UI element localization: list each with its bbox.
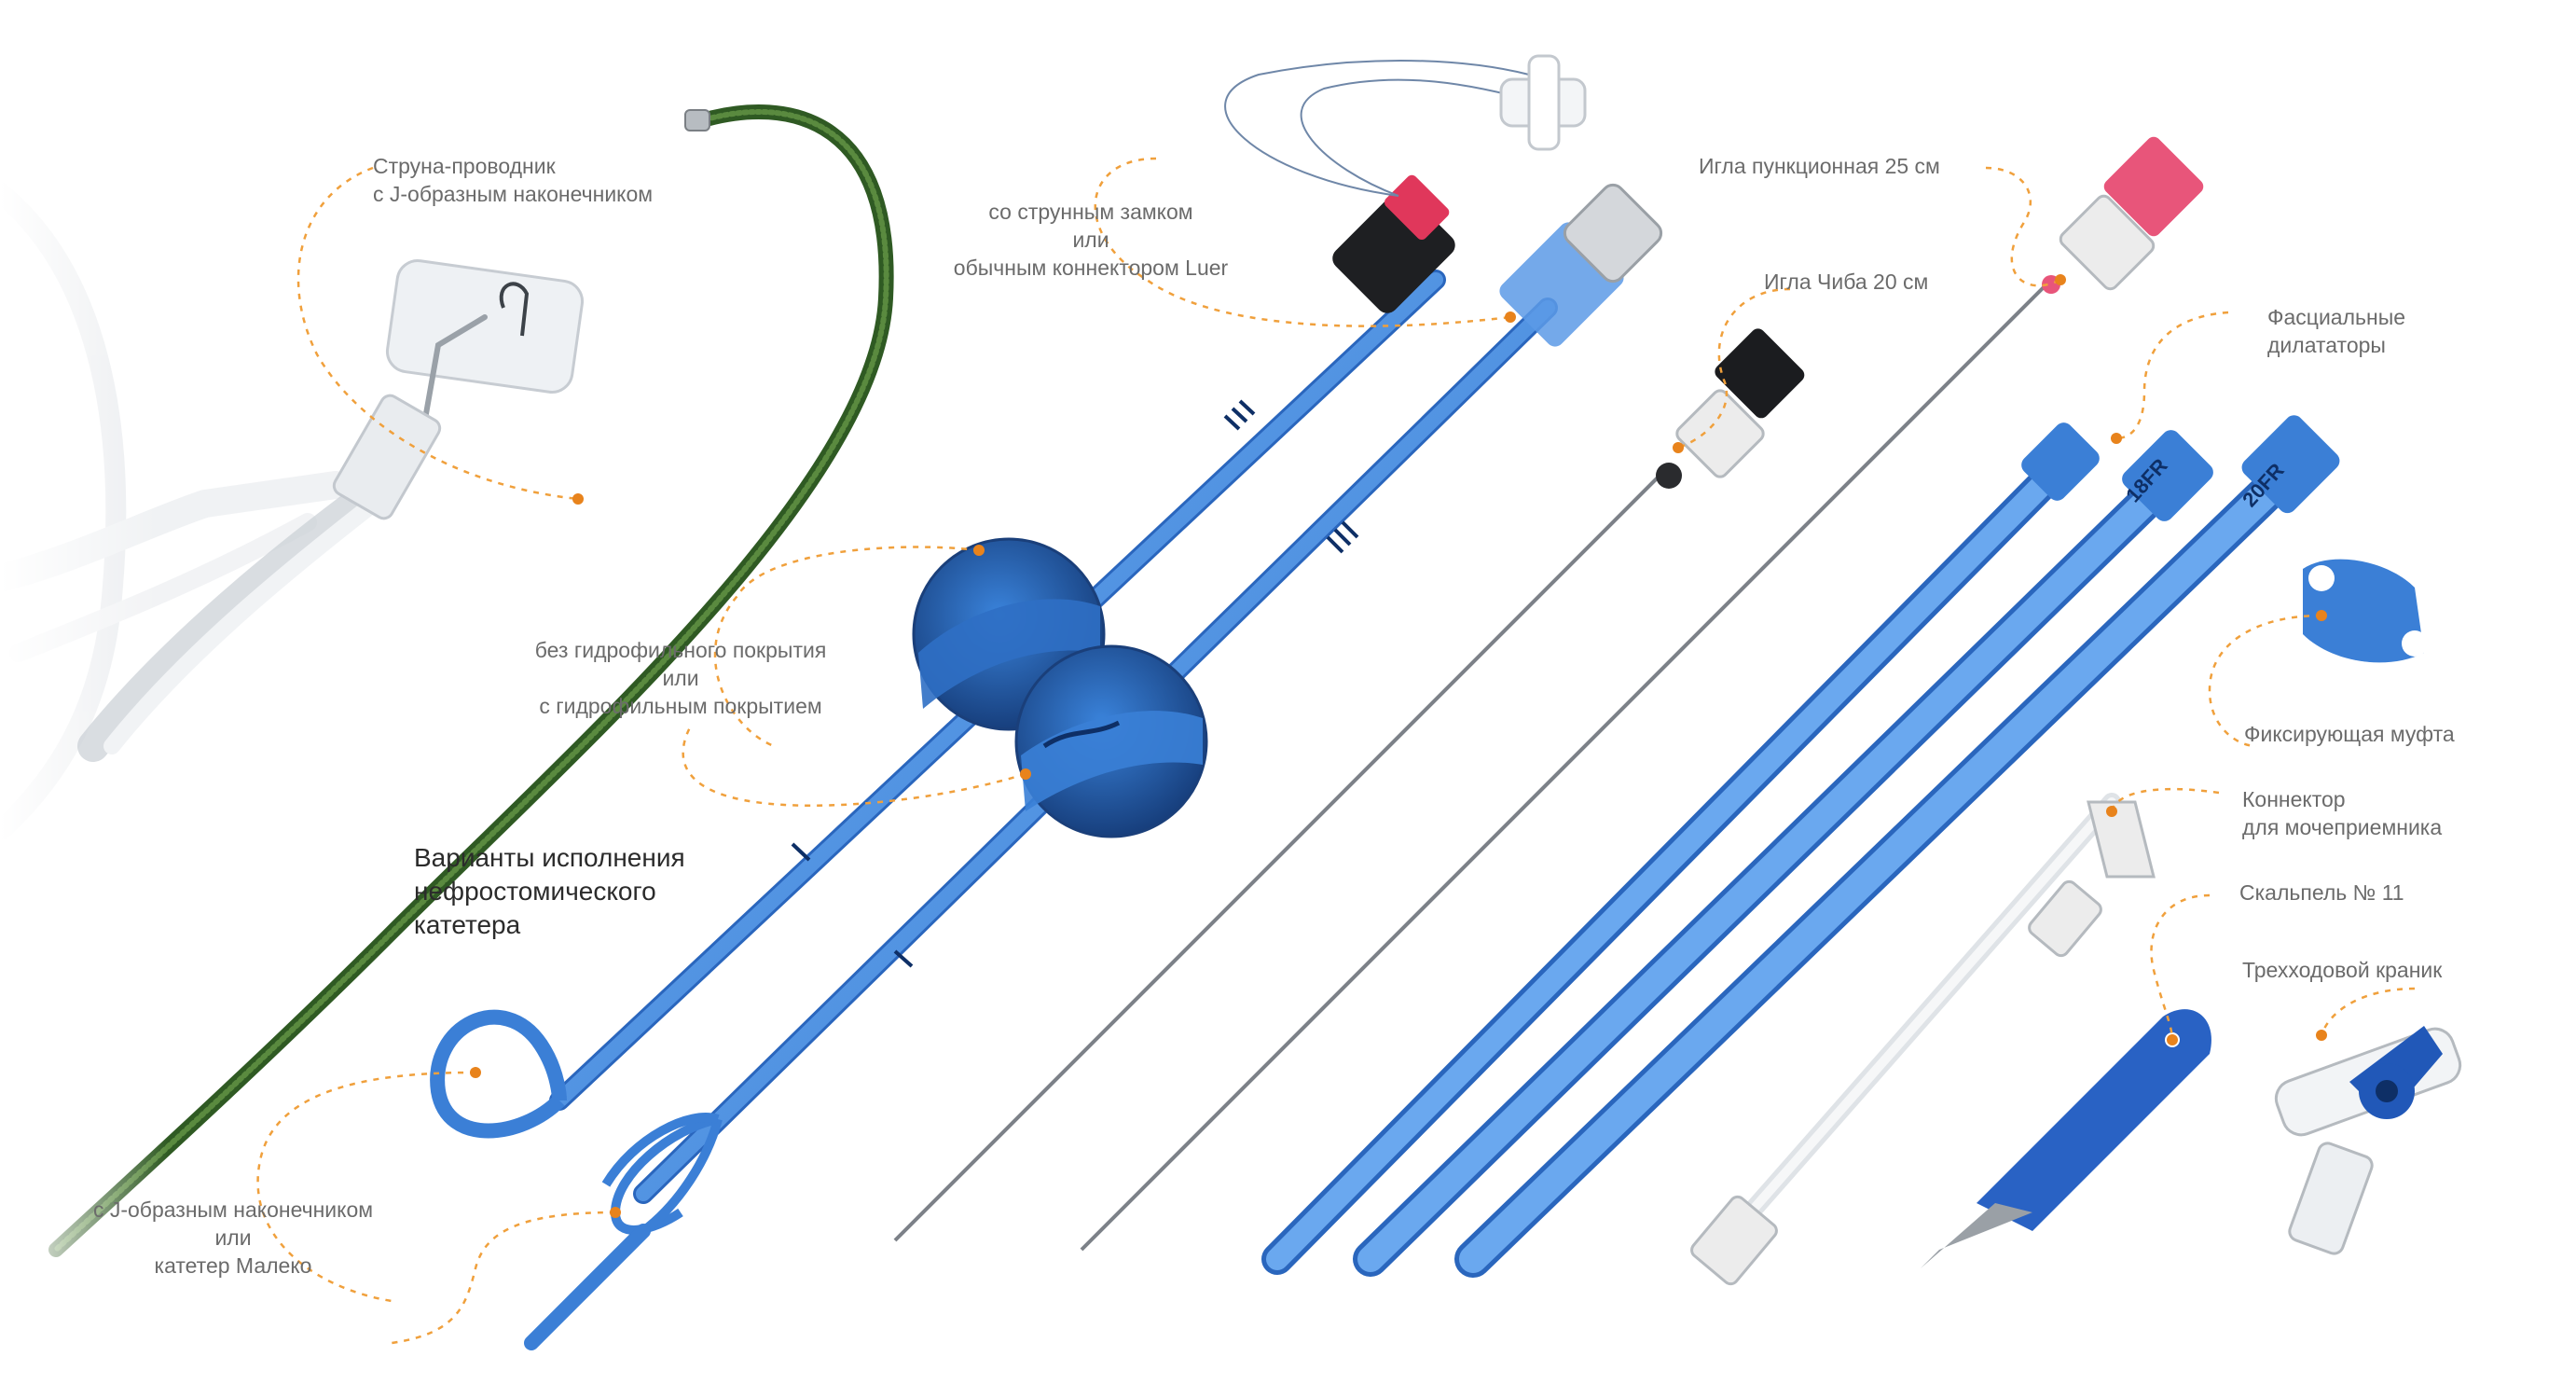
luer-hub <box>1499 183 1663 347</box>
label-tip-line3: катетер Малеко <box>154 1253 312 1278</box>
puncture-needle <box>1080 136 2204 1252</box>
scalpel <box>1921 1009 2211 1268</box>
label-chiba-needle-text: Игла Чиба 20 см <box>1764 270 1929 294</box>
label-dilators-line2: дилататоры <box>2267 333 2386 357</box>
label-guidewire-line2: с J-образным наконечником <box>373 182 654 206</box>
catheter-variants-line1: Варианты исполнения <box>414 843 685 872</box>
label-chiba-needle: Игла Чиба 20 см <box>1764 268 1928 296</box>
guidewire-straightener <box>77 259 585 762</box>
label-guidewire-line1: Струна-проводник <box>373 154 556 178</box>
fixing-sleeve <box>2303 559 2428 663</box>
label-stopcock: Трехходовой краник <box>2242 956 2442 984</box>
label-string-lock: со струнным замком или обычным коннектор… <box>932 198 1249 282</box>
string-lock-hub <box>1224 54 1587 313</box>
dilator-1 <box>1261 422 2100 1275</box>
label-tip: с J-образным наконечником или катетер Ма… <box>65 1196 401 1280</box>
coating-magnifier-2 <box>1014 644 1208 838</box>
guidewire <box>48 104 894 1257</box>
label-puncture-needle: Игла пункционная 25 см <box>1699 152 1940 180</box>
label-coating-line1: без гидрофильного покрытия <box>534 638 827 662</box>
label-puncture-needle-text: Игла пункционная 25 см <box>1699 154 1940 178</box>
label-coating: без гидрофильного покрытия или с гидрофи… <box>494 636 867 720</box>
label-string-lock-line3: обычным коннектором Luer <box>953 256 1229 280</box>
label-stopcock-text: Трехходовой краник <box>2242 958 2443 982</box>
label-tip-line2: или <box>214 1225 252 1250</box>
label-urine-connector: Коннектор для мочеприемника <box>2242 785 2442 841</box>
callout-dots <box>470 274 2327 1218</box>
label-dilators: Фасциальные дилататоры <box>2267 303 2405 359</box>
label-tip-line1: с J-образным наконечником <box>92 1197 374 1222</box>
label-coating-line2: или <box>662 666 699 690</box>
catheter-variants-line3: катетера <box>414 910 521 939</box>
label-urine-connector-line1: Коннектор <box>2242 787 2346 811</box>
label-string-lock-line2: или <box>1072 228 1109 252</box>
catheter-variants-title: Варианты исполнения нефростомического ка… <box>414 841 685 942</box>
dilator-2 <box>1353 430 2213 1277</box>
label-urine-connector-line2: для мочеприемника <box>2242 815 2443 839</box>
dilator-3 <box>1454 415 2340 1278</box>
urine-connector <box>1690 793 2156 1286</box>
label-dilators-line1: Фасциальные <box>2267 305 2406 329</box>
label-fixing-sleeve: Фиксирующая муфта <box>2244 720 2455 748</box>
label-scalpel: Скальпель № 11 <box>2239 879 2404 907</box>
catheter-variants-line2: нефростомического <box>414 877 656 906</box>
catheter-malecot <box>524 298 1558 1350</box>
label-fixing-sleeve-text: Фиксирующая муфта <box>2244 722 2455 746</box>
label-coating-line3: с гидрофильным покрытием <box>539 694 822 718</box>
label-string-lock-line1: со струнным замком <box>988 200 1193 224</box>
stopcock <box>2274 1026 2462 1255</box>
chiba-needle <box>893 328 1805 1242</box>
label-scalpel-text: Скальпель № 11 <box>2239 880 2404 905</box>
callouts <box>256 157 2416 1345</box>
label-guidewire: Струна-проводник с J-образным наконечник… <box>373 152 653 208</box>
